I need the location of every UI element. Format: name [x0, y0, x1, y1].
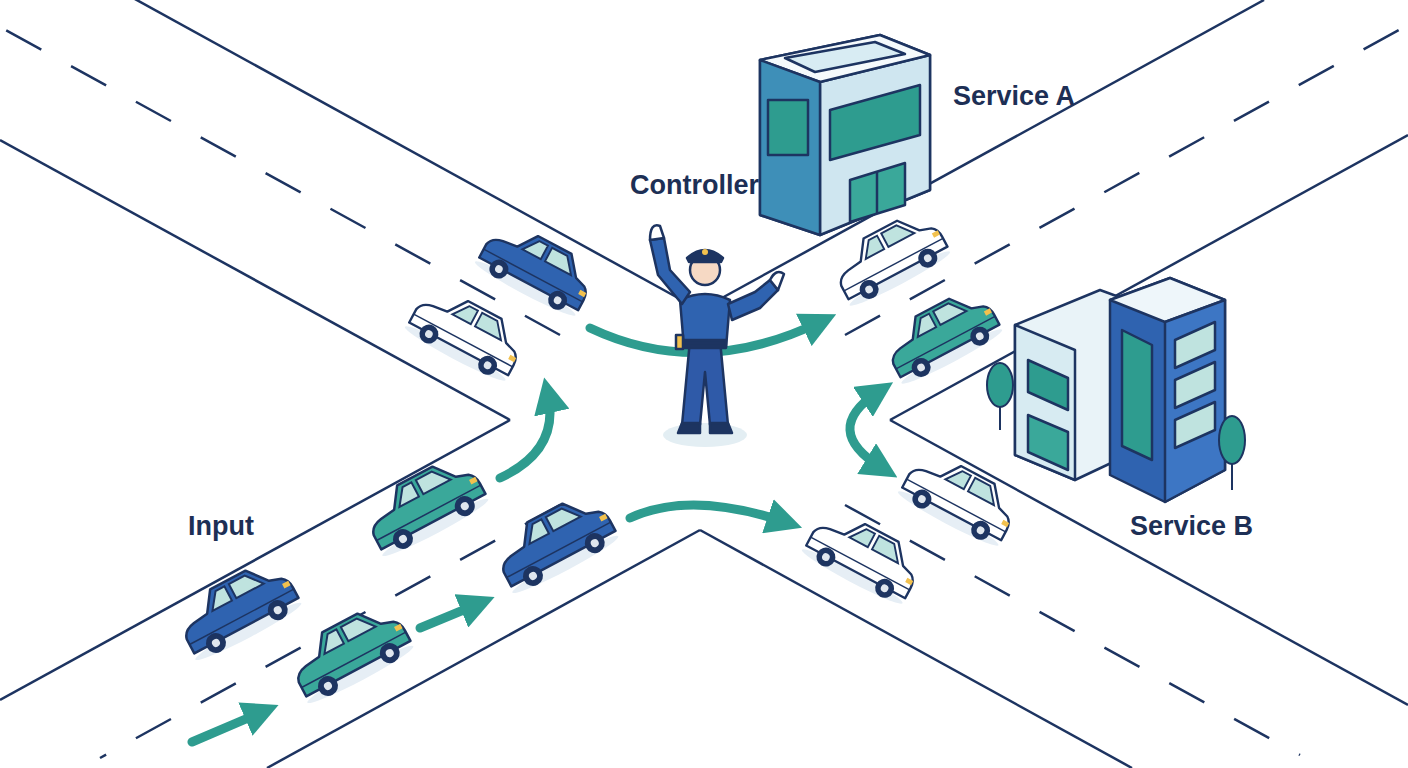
- traffic-controller-figure: [650, 225, 784, 447]
- label: Service A: [953, 82, 1075, 112]
- label: Input: [188, 512, 254, 542]
- trees: [987, 363, 1245, 490]
- cars: [170, 206, 1024, 708]
- flow-arrows: [192, 322, 882, 742]
- service-b-building: [1015, 278, 1225, 502]
- service-a-building: [760, 35, 930, 235]
- label: Service B: [1130, 512, 1253, 542]
- lane-dashes: [0, 25, 1408, 758]
- label: Controller: [630, 171, 759, 201]
